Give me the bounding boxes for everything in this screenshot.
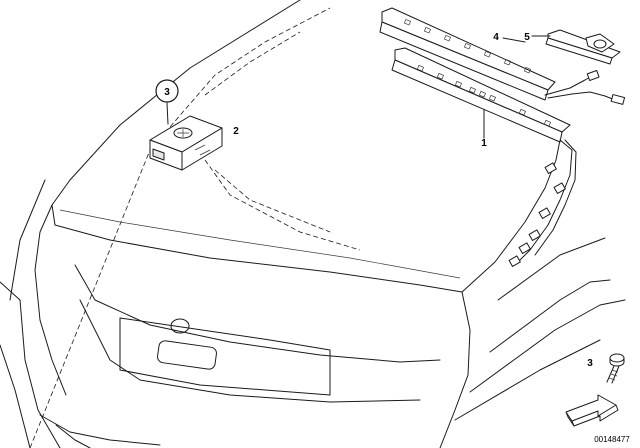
light-cover-part-4 [379, 7, 556, 101]
reference-number: 00148477 [594, 435, 630, 444]
vehicle-body-outline [0, 0, 626, 448]
callout-label-3-screw: 3 [587, 358, 593, 369]
callout-label-2: 2 [233, 126, 239, 137]
callout-label-5: 5 [524, 32, 530, 43]
direction-arrow-icon [565, 394, 619, 427]
callout-label-1: 1 [481, 138, 487, 149]
connector-part-5 [544, 29, 626, 105]
light-bar-part-1 [391, 47, 577, 267]
callout-label-3: 3 [164, 87, 170, 98]
screw-part-3 [606, 353, 625, 384]
callout-label-4: 4 [493, 32, 499, 43]
callout-3-circled: 3 [155, 79, 179, 103]
leader-lines [166, 35, 551, 139]
control-module-part-2 [149, 115, 223, 171]
